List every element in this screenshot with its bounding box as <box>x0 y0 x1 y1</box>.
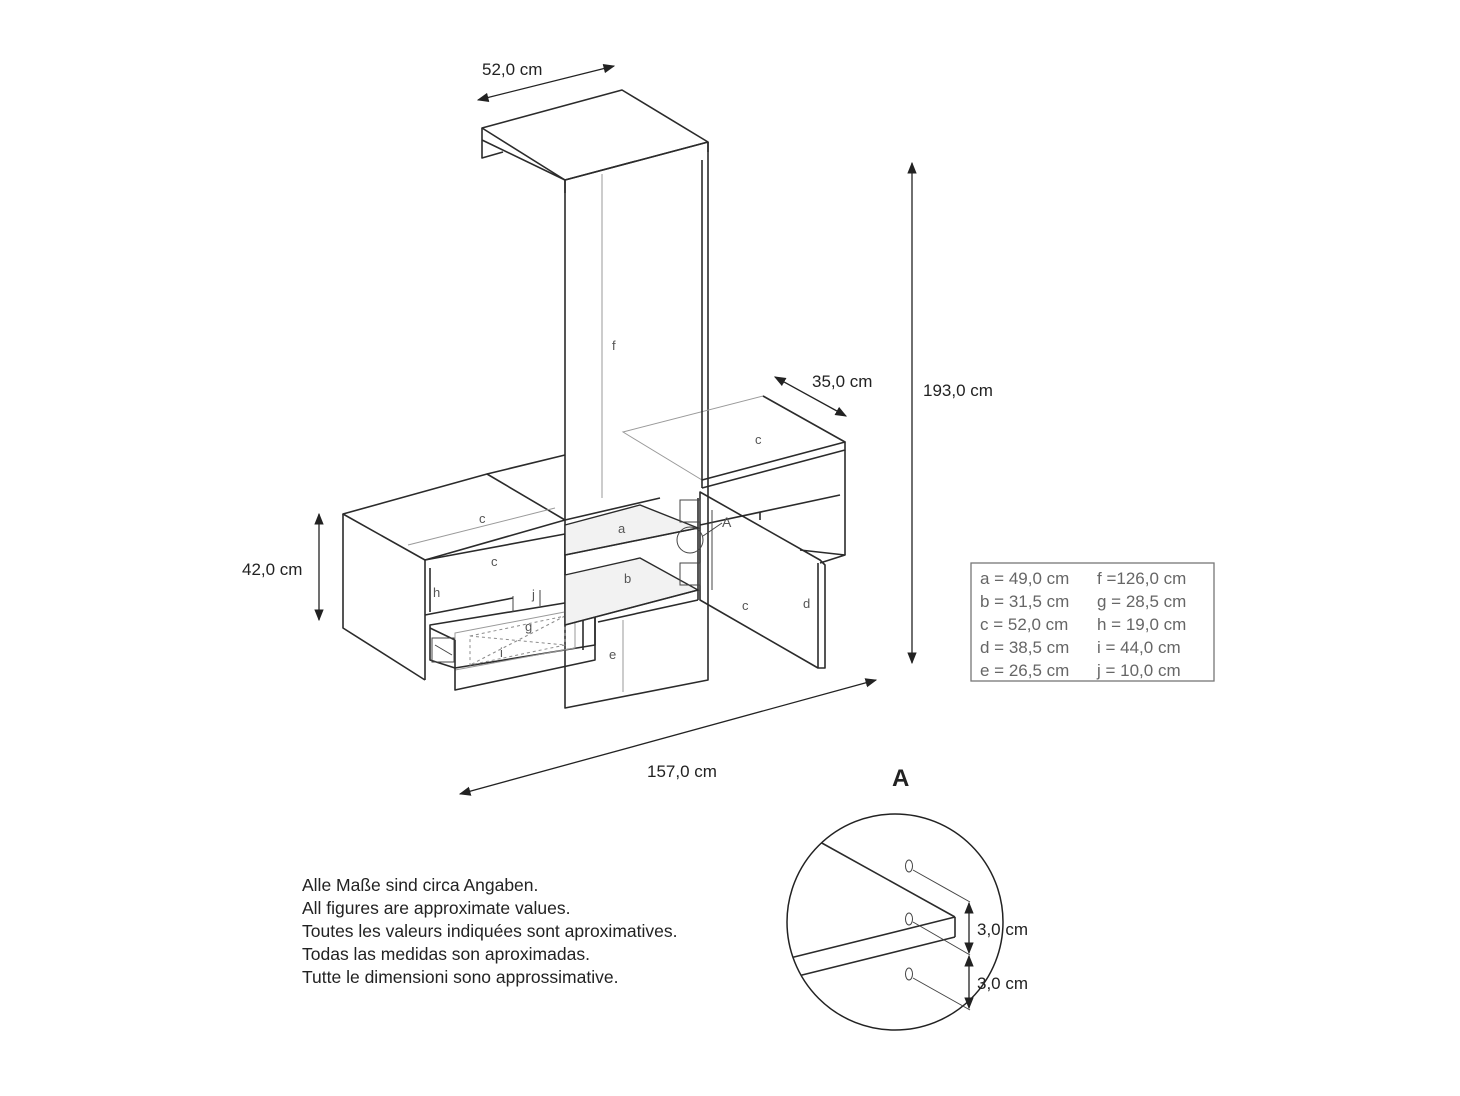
part-label-j: j <box>531 587 535 602</box>
detail-title: A <box>892 765 909 792</box>
part-label-a: a <box>618 521 626 536</box>
detail-a: A 3,0 cm 3,0 cm <box>786 765 1028 1031</box>
note-es: Todas las medidas son aproximadas. <box>302 944 590 964</box>
detail-gap-upper: 3,0 cm <box>977 920 1028 939</box>
dim-width-total: 157,0 cm <box>647 762 717 781</box>
legend-a: a = 49,0 cm <box>980 569 1069 588</box>
part-label-c: c <box>491 554 498 569</box>
part-label-d: d <box>803 596 810 611</box>
open-door: A <box>676 491 846 669</box>
legend-b: b = 31,5 cm <box>980 592 1069 611</box>
bottom-cabinet <box>597 599 699 692</box>
dim-height-total: 193,0 cm <box>923 381 993 400</box>
dim-width-top: 52,0 cm <box>482 60 542 79</box>
part-label-c: c <box>479 511 486 526</box>
legend-f: f =126,0 cm <box>1097 569 1186 588</box>
dimension-legend: a = 49,0 cm f =126,0 cm b = 31,5 cm g = … <box>970 562 1215 682</box>
dim-height-lower: 42,0 cm <box>242 560 302 579</box>
note-en: All figures are approximate values. <box>302 898 571 918</box>
legend-d: d = 38,5 cm <box>980 638 1069 657</box>
part-label-c: c <box>742 598 749 613</box>
legend-e: e = 26,5 cm <box>980 661 1069 680</box>
dimension-lines: 52,0 cm 35,0 cm 193,0 cm 42,0 cm 157,0 c… <box>242 60 993 796</box>
legend-g: g = 28,5 cm <box>1097 592 1186 611</box>
part-label-f: f <box>612 338 616 353</box>
note-fr: Toutes les valeurs indiquées sont aproxi… <box>302 921 678 941</box>
legend-i: i = 44,0 cm <box>1097 638 1181 657</box>
right-drawer-box <box>621 160 847 555</box>
note-it: Tutte le dimensioni sono approssimative. <box>302 967 619 987</box>
detail-marker: A <box>722 514 732 530</box>
part-label-g: g <box>525 619 532 634</box>
part-label-h: h <box>433 585 440 600</box>
part-labels: f c c c a b h j g i e c d <box>433 338 810 662</box>
legend-j: j = 10,0 cm <box>1096 661 1181 680</box>
approximation-notes: Alle Maße sind circa Angaben. All figure… <box>302 874 677 989</box>
part-label-i: i <box>500 645 503 660</box>
tall-cabinet-top <box>481 89 709 193</box>
tall-cabinet-body <box>564 142 709 709</box>
part-label-c: c <box>755 432 762 447</box>
detail-gap-lower: 3,0 cm <box>977 974 1028 993</box>
note-de: Alle Maße sind circa Angaben. <box>302 875 539 895</box>
middle-open-shelves <box>564 497 701 626</box>
part-label-b: b <box>624 571 631 586</box>
part-label-e: e <box>609 647 616 662</box>
dim-depth: 35,0 cm <box>812 372 872 391</box>
legend-c: c = 52,0 cm <box>980 615 1068 634</box>
legend-h: h = 19,0 cm <box>1097 615 1186 634</box>
